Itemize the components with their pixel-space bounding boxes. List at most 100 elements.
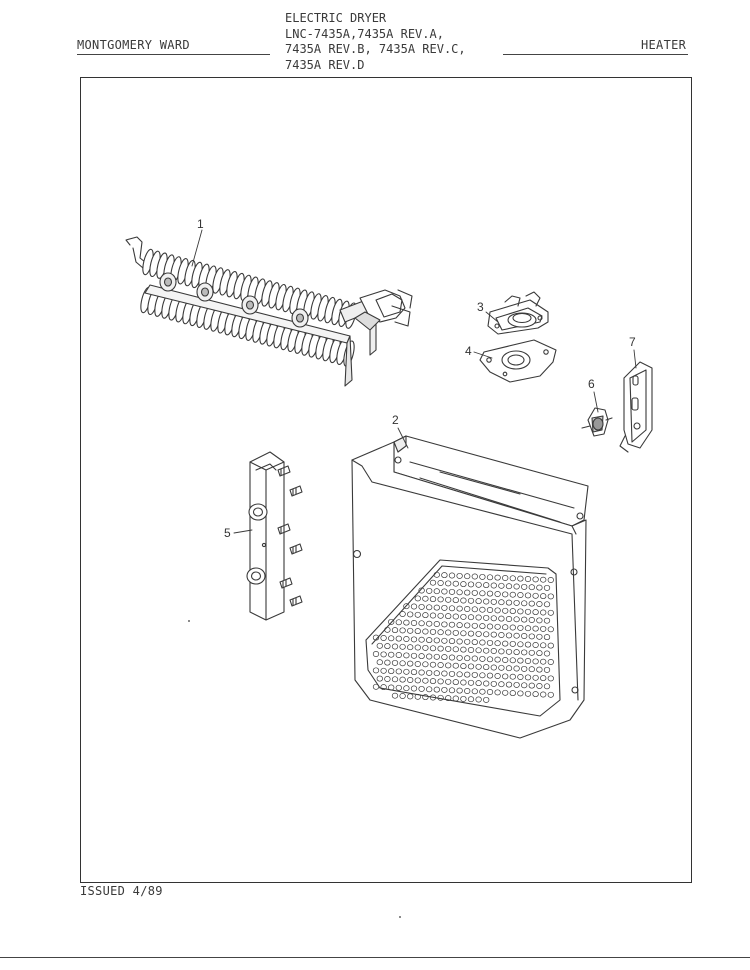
perforation-hole: [528, 633, 535, 640]
header-rule-right: [503, 54, 688, 55]
perforation-hole: [517, 592, 524, 598]
perforation-hole: [521, 633, 528, 639]
perforation-hole: [456, 572, 463, 579]
perforation-hole: [536, 683, 543, 689]
perforation-hole: [471, 622, 478, 629]
perforation-hole: [486, 656, 494, 663]
perforation-hole: [384, 659, 391, 666]
perforation-hole: [498, 632, 505, 638]
perforation-hole: [532, 674, 539, 681]
perforation-hole: [441, 686, 448, 693]
perforation-hole: [433, 653, 440, 660]
perforation-hole: [464, 655, 471, 662]
perforation-hole: [547, 659, 554, 665]
perforation-hole: [391, 659, 399, 666]
perforation-hole: [464, 671, 471, 678]
perforation-hole: [418, 603, 425, 610]
terminal-screw-thread: [292, 487, 297, 496]
perforation-hole: [460, 630, 467, 637]
perforation-hole: [445, 695, 452, 702]
perforation-hole: [540, 593, 547, 600]
perforation-hole: [543, 584, 551, 591]
perforation-hole: [513, 599, 520, 606]
callout-line-7: [633, 349, 637, 369]
perforation-hole: [490, 615, 497, 622]
perforation-hole: [399, 660, 406, 667]
perforation-hole: [540, 625, 547, 632]
terminal-screw-thread: [292, 597, 297, 606]
perforation-hole: [486, 639, 494, 646]
perforation-hole: [418, 669, 425, 676]
perforation-hole: [414, 611, 421, 618]
perforation-hole: [429, 645, 437, 652]
perforation-hole: [486, 623, 494, 630]
perforation-hole: [502, 657, 509, 663]
perforation-hole: [456, 687, 463, 694]
terminal-screw-thread: [292, 545, 297, 554]
perforation-hole: [429, 596, 437, 603]
callout-line-6: [593, 391, 599, 413]
perforation-hole: [475, 630, 482, 637]
perforation-hole: [509, 608, 516, 615]
perforation-hole: [494, 623, 501, 630]
perforation-hole: [429, 628, 437, 635]
perforation-hole: [426, 637, 433, 644]
perforation-hole: [380, 635, 387, 641]
perforation-hole: [486, 590, 494, 597]
perforation-hole: [441, 621, 448, 628]
scan-speck: [188, 620, 190, 622]
perforation-hole: [471, 639, 478, 646]
perforation-hole: [445, 662, 452, 669]
callout-line-3: [485, 311, 499, 323]
perforation-hole: [433, 604, 440, 611]
perforation-hole: [517, 690, 524, 697]
perforation-hole: [437, 580, 444, 586]
callout-6-label: 6: [588, 377, 595, 391]
perforation-hole: [422, 612, 429, 619]
perforation-hole: [448, 572, 456, 579]
perforation-hole: [505, 681, 513, 688]
callout-2-label: 2: [392, 413, 399, 427]
perforation-hole: [460, 613, 467, 620]
perforation-hole: [524, 658, 532, 664]
perforation-hole: [540, 658, 547, 665]
perforation-hole: [483, 614, 490, 621]
perforation-hole: [467, 630, 475, 637]
terminal-screw-thread: [280, 525, 285, 534]
perforation-hole: [475, 696, 482, 703]
perforation-hole: [513, 583, 520, 590]
perforation-hole: [403, 603, 410, 610]
perforation-hole: [384, 676, 391, 682]
terminal-block-icon: [246, 451, 303, 621]
perforation-hole: [391, 627, 399, 634]
perforation-hole: [475, 647, 482, 654]
perforation-hole: [532, 691, 539, 698]
perforation-hole: [471, 573, 478, 580]
fuse-bracket-icon: [619, 361, 653, 453]
perforation-hole: [524, 592, 532, 599]
perforation-hole: [528, 600, 535, 607]
perforation-hole: [372, 634, 380, 641]
perforation-hole: [407, 660, 414, 667]
perforation-hole: [498, 648, 505, 655]
callout-3-label: 3: [477, 300, 484, 314]
perforation-hole: [483, 631, 490, 638]
perforation-hole: [475, 663, 482, 670]
callout-1-label: 1: [197, 217, 204, 231]
perforation-hole: [403, 685, 410, 692]
perforation-hole: [441, 637, 448, 644]
perforation-hole: [410, 603, 418, 610]
perforation-hole: [517, 624, 524, 631]
perforation-hole: [448, 588, 456, 595]
perforation-hole: [426, 669, 433, 676]
perforation-hole: [433, 637, 440, 644]
perforation-hole: [517, 608, 524, 615]
perforation-hole: [414, 644, 421, 651]
perforation-hole: [452, 662, 459, 669]
perforation-hole: [395, 652, 402, 658]
perforation-hole: [410, 620, 418, 626]
perforation-hole: [395, 668, 402, 675]
perforation-hole: [486, 574, 494, 581]
perforation-hole: [536, 601, 543, 607]
